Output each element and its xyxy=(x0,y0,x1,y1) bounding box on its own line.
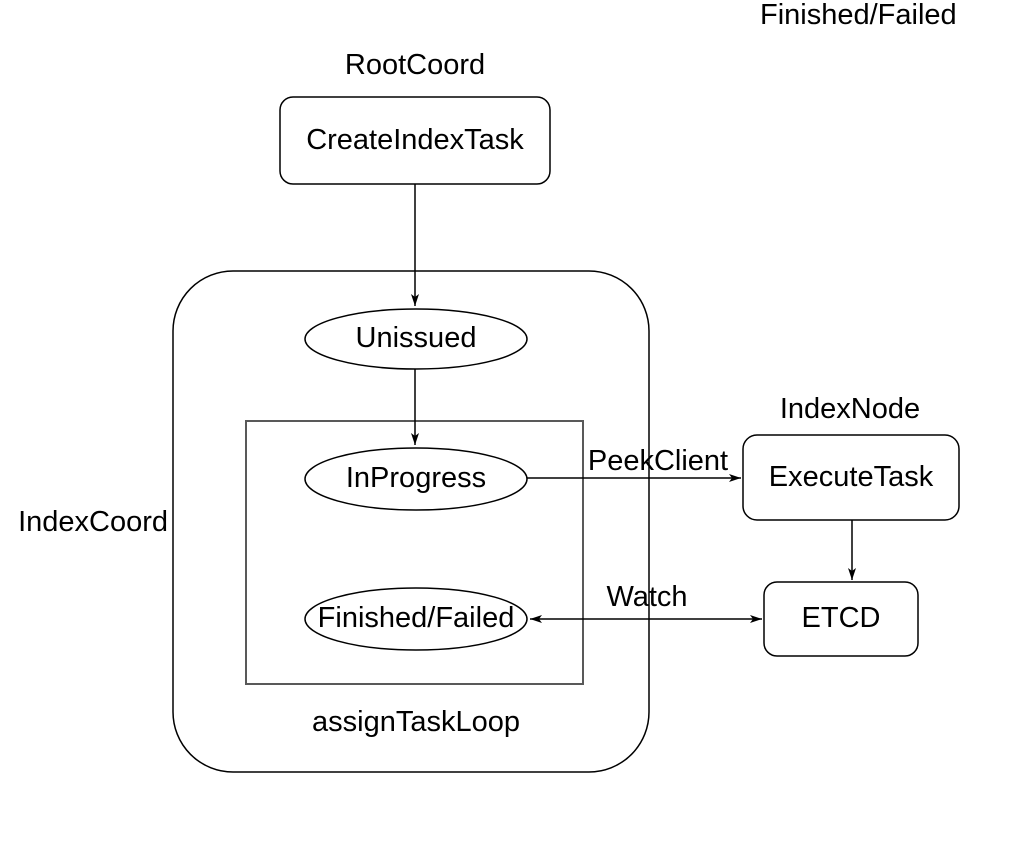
in-progress-state-node xyxy=(304,447,528,511)
finished-failed-edge-label: Finished/Failed xyxy=(760,0,957,31)
watch-edge-label: Watch xyxy=(606,581,688,614)
index-coord-container xyxy=(172,270,650,773)
assign-task-loop-label: assignTaskLoop xyxy=(312,706,520,739)
etcd-node xyxy=(763,581,919,657)
etcd-label: ETCD xyxy=(801,602,881,635)
index-coord-label: IndexCoord xyxy=(18,506,168,539)
in-progress-label: InProgress xyxy=(345,462,487,495)
finished-failed-state-node xyxy=(304,587,528,651)
execute-task-label: ExecuteTask xyxy=(768,460,934,493)
create-index-task-label: CreateIndexTask xyxy=(306,123,524,156)
finished-failed-state-label: Finished/Failed xyxy=(317,602,515,635)
peek-client-edge-label: PeekClient xyxy=(587,445,729,478)
index-node-label: IndexNode xyxy=(779,393,921,426)
execute-task-node xyxy=(742,434,960,521)
unissued-state-node xyxy=(304,308,528,370)
root-coord-label: RootCoord xyxy=(344,49,486,82)
unissued-label: Unissued xyxy=(355,322,477,355)
